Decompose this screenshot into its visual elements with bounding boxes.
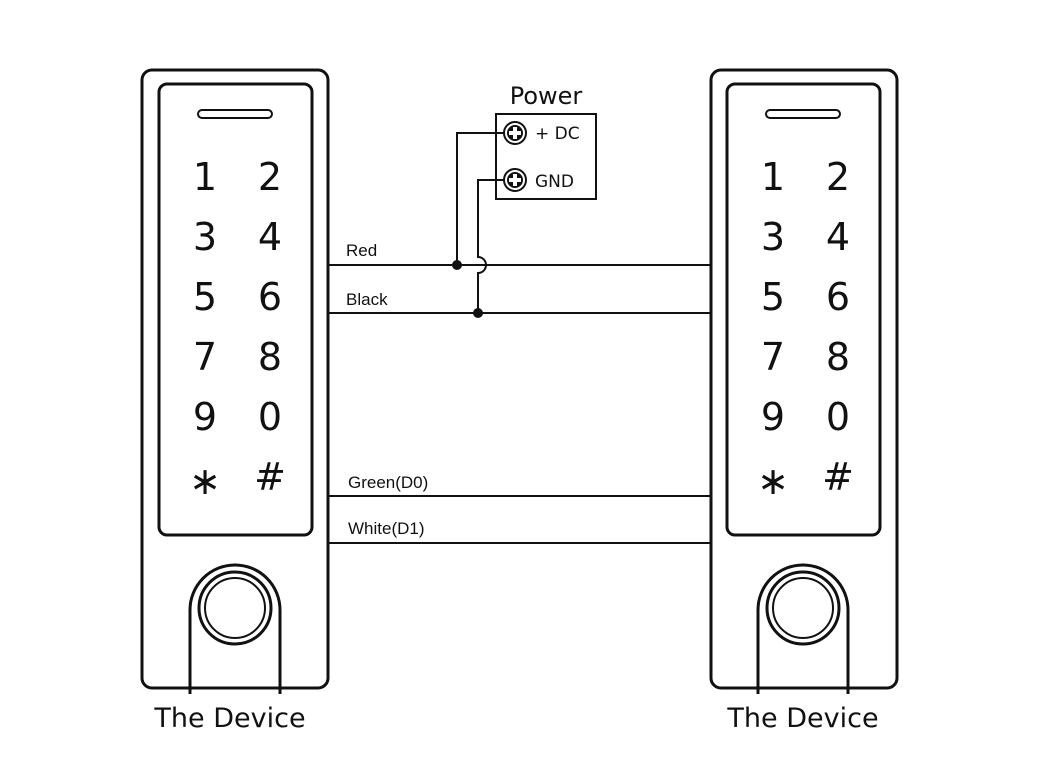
gnd-terminal-screw-icon [503,168,527,192]
device-left-key-0: 0 [258,395,282,439]
device-right-key-2: 2 [826,155,850,199]
device-right-caption: The Device [726,703,878,734]
device-left-reader-icon [188,563,282,694]
device-left-key-star: ∗ [189,459,221,503]
dc-drop-wire [456,132,504,265]
device-left-key-5: 5 [193,275,217,319]
device-right-key-star: ∗ [757,459,789,503]
device-left-key-8: 8 [258,335,282,379]
device-left: 1 2 3 4 5 6 7 8 9 0 ∗ # The Device [140,68,330,734]
device-left-keypad-panel [157,82,314,537]
device-right-key-6: 6 [826,275,850,319]
device-right-indicator-slot [765,109,841,119]
device-left-key-1: 1 [193,155,217,199]
power-supply: Power + DC GND [495,82,597,200]
device-left-key-3: 3 [193,215,217,259]
red-junction-dot [452,260,462,270]
device-left-key-9: 9 [193,395,217,439]
device-right-key-4: 4 [826,215,850,259]
power-terminal-block [495,113,597,200]
device-left-housing [140,68,330,690]
black-junction-dot [473,308,483,318]
device-right-key-1: 1 [761,155,785,199]
device-left-key-7: 7 [193,335,217,379]
device-right-key-5: 5 [761,275,785,319]
device-right-housing [709,68,899,690]
device-right-key-7: 7 [761,335,785,379]
wire-green-label: Green(D0) [348,473,428,492]
device-right-reader-icon [756,563,850,694]
wire-black-label: Black [346,290,388,309]
device-right-key-9: 9 [761,395,785,439]
power-title: Power [510,82,583,110]
device-left-key-hash: # [254,455,286,499]
device-left-caption: The Device [153,703,305,734]
device-left-key-6: 6 [258,275,282,319]
device-right: 1 2 3 4 5 6 7 8 9 0 ∗ # The Device [709,68,899,734]
wire-red-label: Red [346,241,377,260]
device-right-keypad-panel [725,82,882,537]
device-right-key-0: 0 [826,395,850,439]
device-left-indicator-slot [197,109,273,119]
dc-terminal-screw-icon [503,121,527,145]
power-terminal-gnd-label: GND [535,172,574,192]
device-right-key-8: 8 [826,335,850,379]
wire-white-label: White(D1) [348,519,425,538]
wiring: Red Black Green(D0) White(D1) [328,132,711,544]
device-right-key-hash: # [822,455,854,499]
gnd-drop-wire [477,179,504,313]
device-left-key-4: 4 [258,215,282,259]
device-right-key-3: 3 [761,215,785,259]
device-left-key-2: 2 [258,155,282,199]
power-terminal-dc-label: + DC [535,124,580,144]
